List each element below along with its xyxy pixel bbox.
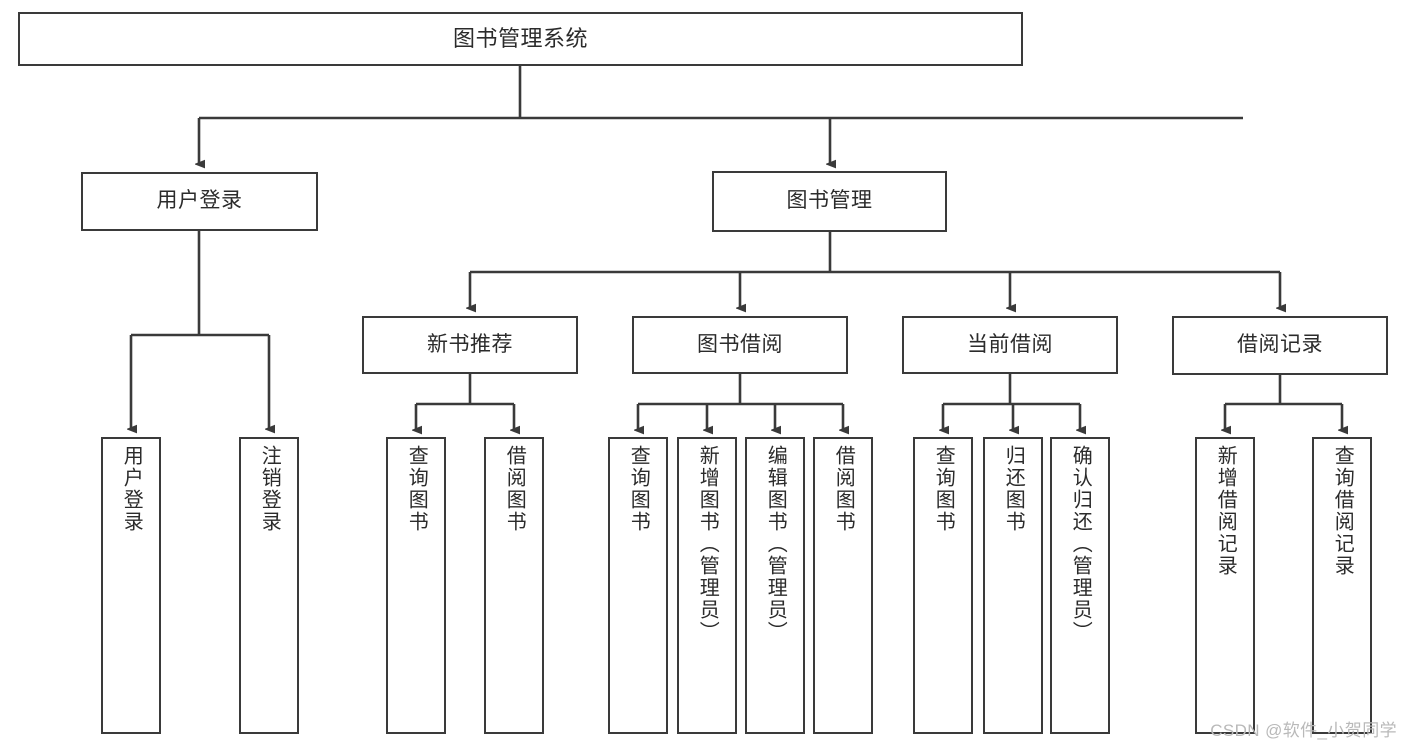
leaf-current-borrow-confirm-return-admin[interactable]: 确认归还（管理员） xyxy=(1050,437,1110,734)
leaf-new-book-borrow-book[interactable]: 借阅图书 xyxy=(484,437,544,734)
node-label: 借阅图书 xyxy=(832,445,855,533)
leaf-book-borrow-edit-book-admin[interactable]: 编辑图书（管理员） xyxy=(745,437,805,734)
node-label: 借阅图书 xyxy=(503,445,526,533)
node-label: 用户登录 xyxy=(156,189,243,213)
leaf-current-borrow-return-book[interactable]: 归还图书 xyxy=(983,437,1043,734)
leaf-new-book-query-book[interactable]: 查询图书 xyxy=(386,437,446,734)
node-label: 图书借阅 xyxy=(697,332,783,356)
node-label: 新增借阅记录 xyxy=(1214,445,1237,577)
node-root-book-management-system[interactable]: 图书管理系统 xyxy=(18,12,1023,66)
leaf-borrow-records-add-record[interactable]: 新增借阅记录 xyxy=(1195,437,1255,734)
node-label: 查询借阅记录 xyxy=(1331,445,1354,577)
node-new-book-recommend[interactable]: 新书推荐 xyxy=(362,316,578,374)
leaf-current-borrow-query-book[interactable]: 查询图书 xyxy=(913,437,973,734)
node-label: 借阅记录 xyxy=(1237,333,1323,357)
leaf-book-borrow-borrow-book[interactable]: 借阅图书 xyxy=(813,437,873,734)
node-label: 新书推荐 xyxy=(427,332,513,356)
node-label: 图书管理系统 xyxy=(452,26,588,52)
leaf-user-login-login[interactable]: 用户登录 xyxy=(101,437,161,734)
node-label: 归还图书 xyxy=(1002,445,1025,533)
watermark-text: CSDN @软件_小贺同学 xyxy=(1210,721,1397,740)
node-label: 查询图书 xyxy=(627,445,650,533)
node-label: 确认归还（管理员） xyxy=(1069,445,1092,643)
leaf-user-login-logout[interactable]: 注销登录 xyxy=(239,437,299,734)
node-label: 用户登录 xyxy=(120,445,143,533)
node-label: 新增图书（管理员） xyxy=(696,445,719,643)
node-book-borrow[interactable]: 图书借阅 xyxy=(632,316,848,374)
node-user-login[interactable]: 用户登录 xyxy=(81,172,318,231)
node-label: 注销登录 xyxy=(258,445,281,533)
node-book-management[interactable]: 图书管理 xyxy=(712,171,947,232)
node-label: 当前借阅 xyxy=(967,332,1053,356)
node-label: 图书管理 xyxy=(786,189,873,213)
node-label: 编辑图书（管理员） xyxy=(764,445,787,643)
leaf-book-borrow-add-book-admin[interactable]: 新增图书（管理员） xyxy=(677,437,737,734)
node-label: 查询图书 xyxy=(932,445,955,533)
node-borrow-records[interactable]: 借阅记录 xyxy=(1172,316,1388,375)
node-current-borrow[interactable]: 当前借阅 xyxy=(902,316,1118,374)
node-label: 查询图书 xyxy=(405,445,428,533)
leaf-borrow-records-query-record[interactable]: 查询借阅记录 xyxy=(1312,437,1372,734)
leaf-book-borrow-query-book[interactable]: 查询图书 xyxy=(608,437,668,734)
